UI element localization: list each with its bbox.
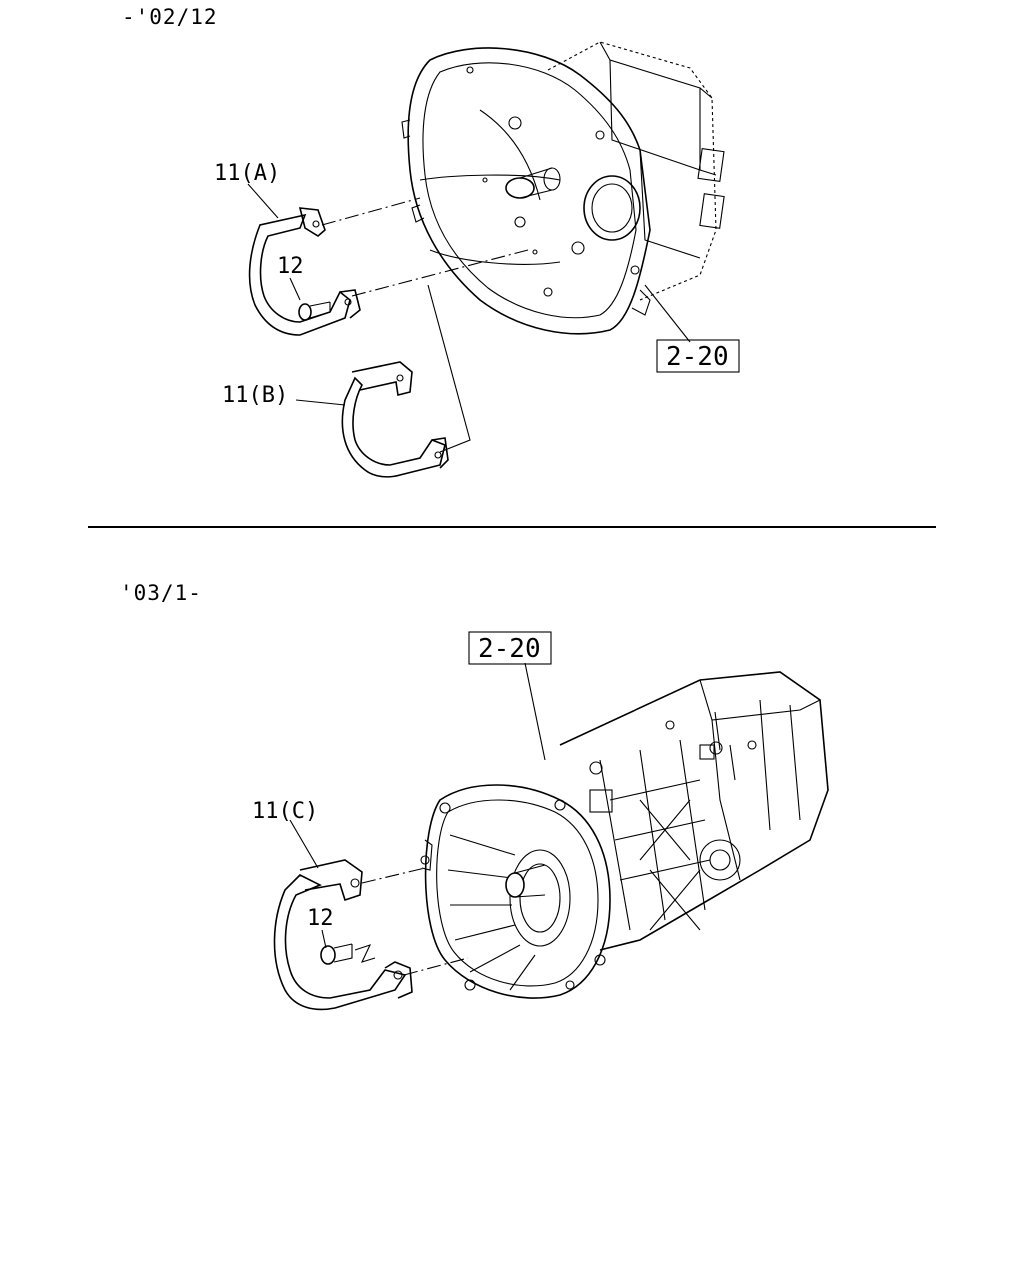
bolt-12-upper-drawing — [298, 301, 331, 321]
label-12-lower: 12 — [307, 906, 334, 931]
leader-b-label — [295, 399, 346, 406]
leader-12-upper — [289, 277, 301, 301]
label-11c: 11(C) — [252, 799, 318, 824]
section-lower: '03/1- — [120, 581, 829, 1011]
leader-b — [427, 284, 471, 453]
leader-12-lower — [321, 929, 327, 949]
date-range-lower: '03/1- — [120, 581, 202, 605]
bolt-12-lower-drawing — [320, 943, 376, 965]
date-range-upper: -'02/12 — [122, 5, 218, 29]
leader-a — [247, 183, 279, 219]
ref-label-upper: 2-20 — [666, 342, 729, 372]
bracket-c-drawing — [273, 859, 413, 1011]
ref-box-upper — [656, 339, 740, 373]
centerline-c2 — [403, 957, 469, 976]
centerline-a2 — [351, 249, 529, 297]
transmission-upper-drawing — [401, 41, 725, 335]
leader-ref-lower — [524, 662, 546, 761]
section-upper: -'02/12 — [122, 5, 740, 478]
label-12-upper: 12 — [277, 254, 304, 279]
label-11b: 11(B) — [222, 383, 288, 408]
label-11a: 11(A) — [214, 161, 280, 186]
leader-c — [289, 819, 319, 869]
centerline-a1 — [321, 197, 421, 226]
centerline-c1 — [361, 867, 426, 884]
bracket-b-drawing — [341, 361, 449, 478]
leader-ref-upper — [644, 284, 691, 343]
bracket-a-drawing — [248, 207, 361, 336]
ref-label-lower: 2-20 — [478, 634, 541, 664]
transmission-lower-drawing — [420, 671, 829, 999]
ref-box-lower — [468, 631, 552, 665]
